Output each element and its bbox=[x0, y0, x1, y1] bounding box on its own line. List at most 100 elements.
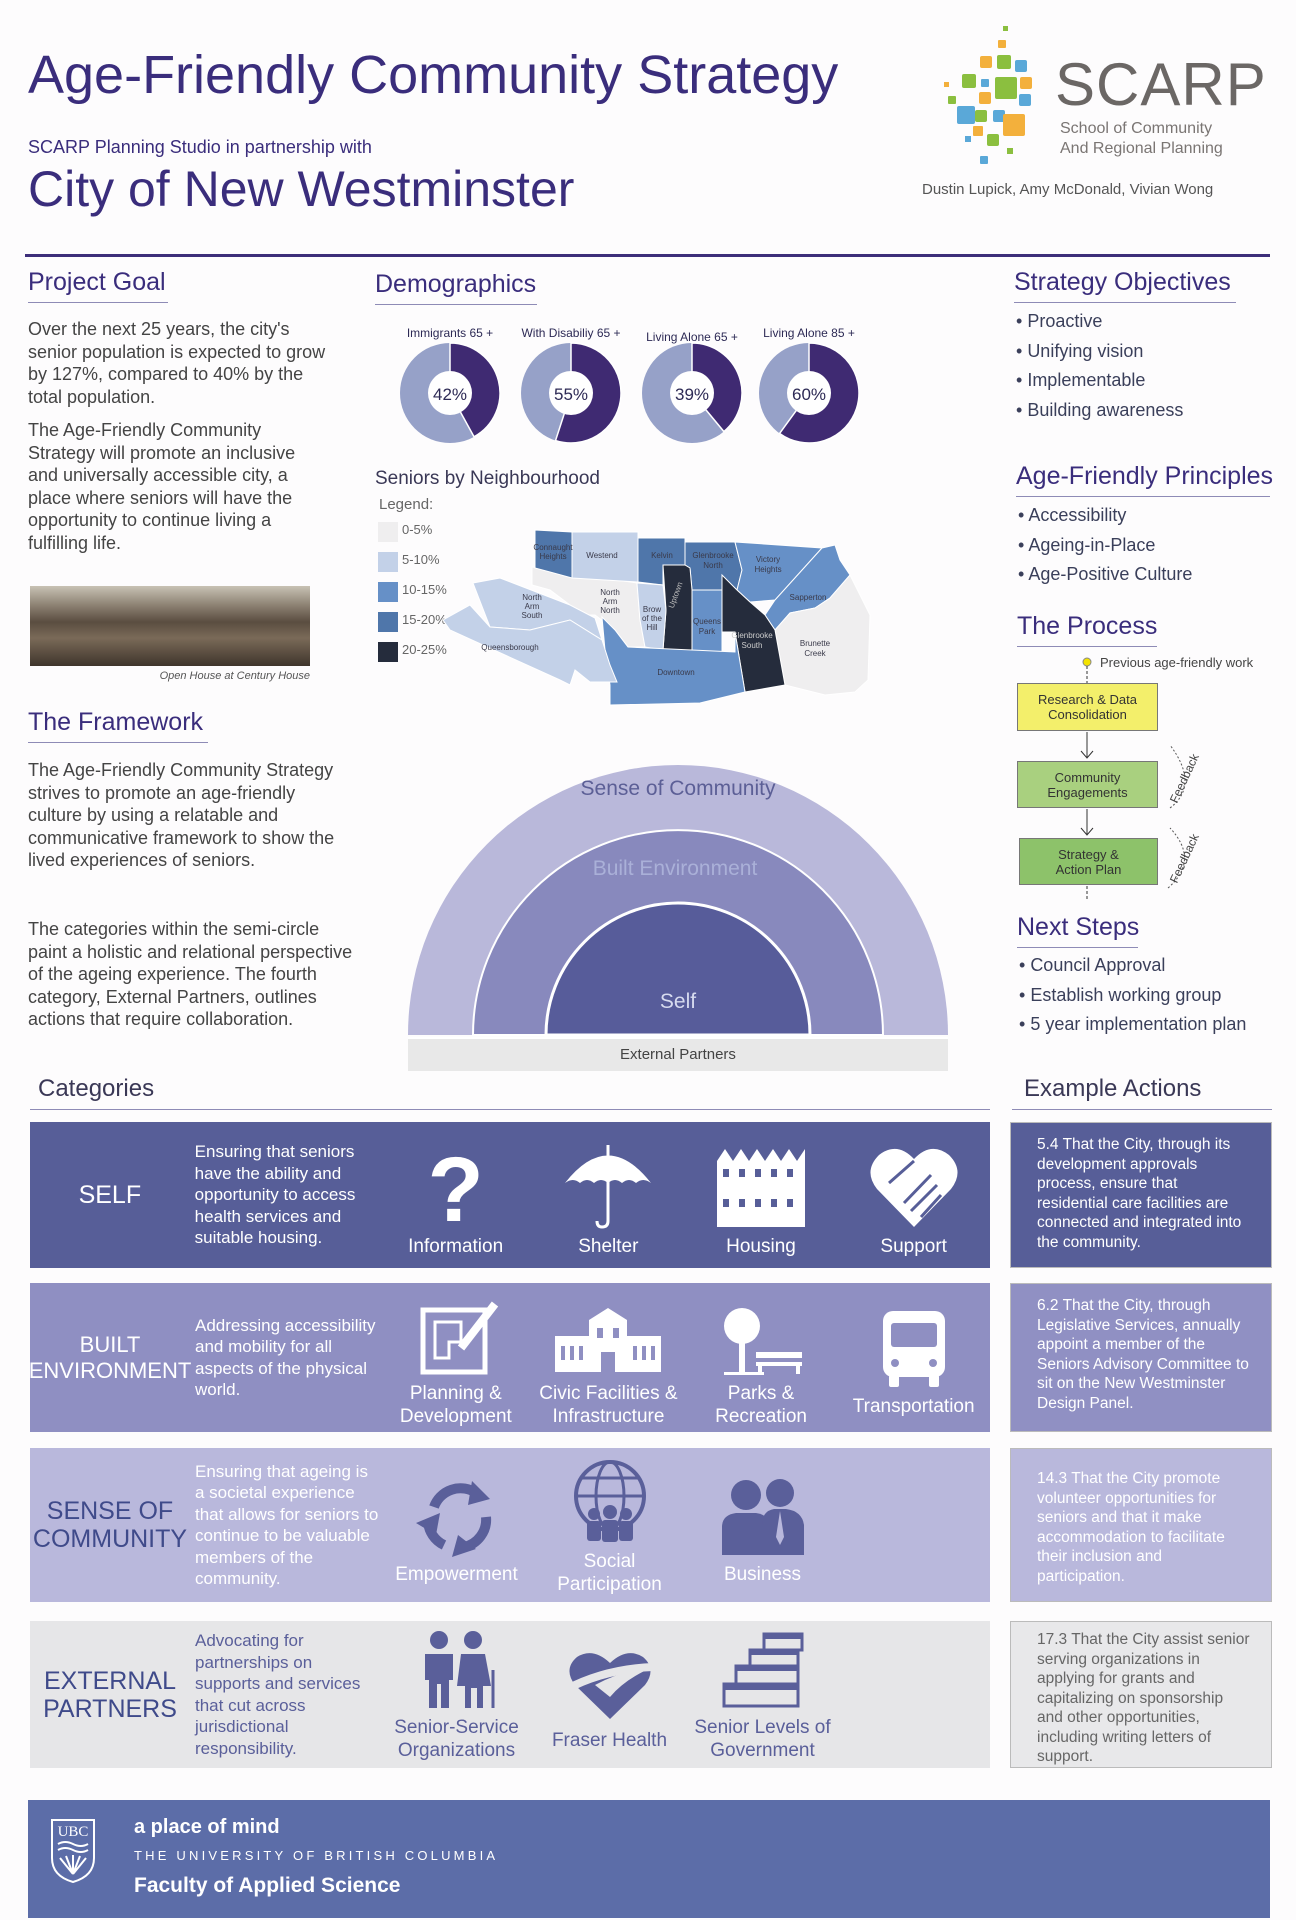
map-label: North bbox=[600, 588, 620, 597]
item-label: Senior Levels of Government bbox=[694, 1717, 831, 1761]
senior-couple-icon bbox=[424, 1631, 494, 1708]
scarp-logo: SCARP School of Community And Regional P… bbox=[935, 22, 1266, 172]
item-label: Information bbox=[408, 1236, 504, 1257]
process-heading: The Process bbox=[1017, 612, 1157, 647]
list-item: Implementable bbox=[1016, 366, 1183, 396]
ubc-tagline: a place of mind bbox=[134, 1816, 280, 1838]
categories-heading: Categories bbox=[30, 1075, 990, 1110]
faculty-name: Faculty of Applied Science bbox=[134, 1874, 401, 1897]
map-label: Brunette bbox=[800, 639, 831, 648]
bus-icon bbox=[882, 1311, 945, 1387]
footer: UBC a place of mind THE UNIVERSITY OF BR… bbox=[28, 1800, 1270, 1918]
map-label: Arm bbox=[603, 597, 618, 606]
category-row-self: SELF Ensuring that seniors have the abil… bbox=[30, 1122, 990, 1268]
framework-heading: The Framework bbox=[28, 708, 208, 743]
globe-people-icon bbox=[573, 1460, 646, 1542]
map-label: Heights bbox=[754, 565, 781, 574]
ubc-name: THE UNIVERSITY OF BRITISH COLUMBIA bbox=[134, 1848, 499, 1863]
objectives-list: Proactive Unifying vision Implementable … bbox=[1016, 307, 1183, 425]
feedback-arc-icon bbox=[1167, 827, 1185, 889]
list-item: Proactive bbox=[1016, 307, 1183, 337]
arrow-down-icon bbox=[1080, 827, 1094, 836]
feedback-label: Feedback bbox=[1167, 831, 1202, 886]
map-label: Connaught bbox=[533, 543, 573, 552]
donut-chart: 42% bbox=[400, 342, 501, 443]
item-label: Transportation bbox=[852, 1396, 975, 1417]
category-item-social-participation: Social Participation bbox=[533, 1448, 686, 1602]
donut-chart: 60% bbox=[759, 342, 860, 444]
header-divider bbox=[25, 254, 1270, 257]
donut-value-label: 39% bbox=[675, 385, 709, 404]
umbrella-icon bbox=[565, 1145, 652, 1229]
legend-label: 15-20% bbox=[402, 612, 447, 627]
donut-chart: 55% bbox=[521, 342, 622, 444]
category-item-fraser-health: Fraser Health bbox=[533, 1621, 686, 1768]
category-item-housing: Housing bbox=[685, 1122, 838, 1268]
business-people-icon bbox=[721, 1479, 804, 1555]
ring-base-external-partners: External Partners bbox=[408, 1037, 948, 1071]
map-label: Kelvin bbox=[651, 551, 673, 560]
category-description: Ensuring that seniors have the ability a… bbox=[194, 1142, 356, 1248]
ring-self bbox=[544, 901, 812, 1037]
legend-label: 0-5% bbox=[402, 522, 433, 537]
ring-label-inner: Self bbox=[660, 990, 696, 1013]
process-step-strategy: Strategy & Action Plan bbox=[1019, 838, 1158, 885]
region-glenbrooke-south bbox=[721, 573, 786, 693]
framework-text: The Age-Friendly Community Strategy stri… bbox=[28, 760, 335, 870]
category-item-senior-service-orgs: Senior-Service Organizations bbox=[380, 1621, 533, 1768]
stairs-icon bbox=[722, 1632, 803, 1708]
heart-swoosh-icon bbox=[564, 1653, 653, 1719]
item-label: Social Participation bbox=[557, 1551, 662, 1595]
donut-chart: 39% bbox=[642, 342, 743, 443]
neighbourhood-map: Connaught Heights Westend Kelvin Glenbro… bbox=[442, 529, 871, 706]
project-goal-text: Over the next 25 years, the city's senio… bbox=[28, 319, 326, 407]
question-mark-icon: ? bbox=[427, 1139, 484, 1241]
process-start-label: Previous age-friendly work bbox=[1100, 655, 1254, 670]
map-label: Glenbrooke bbox=[692, 551, 734, 560]
map-label: Sapperton bbox=[790, 593, 827, 602]
project-goal-text-2: The Age-Friendly Community Strategy will… bbox=[28, 420, 296, 553]
principles-list: Accessibility Ageing-in-Place Age-Positi… bbox=[1018, 501, 1192, 590]
legend-label: 5-10% bbox=[402, 552, 440, 567]
category-label: SELF bbox=[78, 1181, 142, 1209]
map-label: North bbox=[600, 606, 620, 615]
map-heading: Seniors by Neighbourhood bbox=[375, 468, 600, 489]
cycle-arrows-icon bbox=[415, 1481, 491, 1557]
scarp-line1: School of Community bbox=[1060, 120, 1213, 137]
process-step-research: Research & Data Consolidation bbox=[1017, 683, 1158, 731]
feedback-label: Feedback bbox=[1167, 751, 1202, 806]
map-label: South bbox=[522, 611, 543, 620]
poster-subtitle: SCARP Planning Studio in partnership wit… bbox=[28, 137, 372, 157]
scarp-mosaic-icon bbox=[944, 26, 1032, 164]
legend-label: 20-25% bbox=[402, 642, 447, 657]
map-label: Arm bbox=[525, 602, 540, 611]
item-label: Planning & Development bbox=[399, 1383, 512, 1427]
category-row-built-environment: BUILT ENVIRONMENT Addressing accessibili… bbox=[28, 1283, 990, 1432]
category-description: Ensuring that ageing is a societal exper… bbox=[195, 1461, 379, 1589]
donut-value-slice bbox=[449, 342, 501, 438]
ring-label-middle: Built Environment bbox=[593, 857, 758, 880]
legend-swatch-10-15 bbox=[378, 582, 398, 602]
process-step-engagement: Community Engagements bbox=[1017, 761, 1158, 808]
map-label: Victory bbox=[756, 555, 780, 564]
category-item-information: ? Information bbox=[379, 1122, 532, 1268]
scarp-wordmark: SCARP bbox=[1055, 51, 1267, 118]
category-description: Addressing accessibility and mobility fo… bbox=[195, 1315, 376, 1400]
example-action-sense-of-community: 14.3 That the City promote volunteer opp… bbox=[1010, 1448, 1272, 1602]
category-label: SENSE OF COMMUNITY bbox=[32, 1497, 188, 1553]
map-label: of the bbox=[642, 614, 663, 623]
heart-handshake-icon bbox=[870, 1148, 958, 1227]
legend-swatch-15-20 bbox=[378, 612, 398, 632]
next-steps-heading: Next Steps bbox=[1017, 913, 1139, 948]
item-label: Business bbox=[723, 1564, 802, 1585]
donut-title: With Disabiliy 65 + bbox=[521, 326, 621, 340]
item-label: Civic Facilities & Infrastructure bbox=[539, 1383, 678, 1427]
map-label: Downtown bbox=[657, 668, 694, 677]
region-queensborough bbox=[442, 604, 618, 686]
donut-title: Living Alone 65 + bbox=[646, 330, 738, 344]
category-row-sense-of-community: SENSE OF COMMUNITY Ensuring that ageing … bbox=[30, 1448, 990, 1602]
map-label: North bbox=[703, 561, 723, 570]
photo-caption: Open House at Century House bbox=[159, 670, 310, 682]
donut-title: Living Alone 85 + bbox=[763, 326, 855, 340]
category-label: BUILT ENVIRONMENT bbox=[28, 1331, 192, 1383]
